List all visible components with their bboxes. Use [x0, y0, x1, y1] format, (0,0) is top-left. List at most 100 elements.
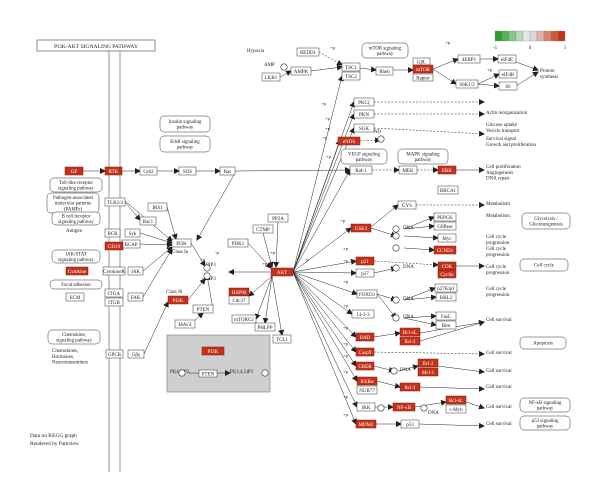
gene-akt[interactable]: AKT — [270, 267, 294, 277]
gene-pkn[interactable]: PKN — [353, 109, 375, 119]
gene-pi3k_1a[interactable]: PI3K — [171, 238, 192, 248]
gene-brca1[interactable]: BRCA1 — [437, 185, 459, 195]
gene-bad[interactable]: BAD — [355, 332, 375, 342]
gene-ebp[interactable]: 4EBP1 — [457, 54, 481, 64]
gene-tcl1[interactable]: TCL1 — [272, 334, 292, 344]
gene-cytokiner[interactable]: CytokineR — [102, 266, 125, 276]
compound-node[interactable] — [280, 63, 288, 71]
gene-itgb[interactable]: ITGB — [104, 297, 124, 307]
compound-node[interactable] — [203, 264, 211, 272]
gene-mtorc2[interactable]: mTORC2 — [231, 314, 257, 324]
gene-mdm2[interactable]: MDM2 — [355, 419, 377, 429]
pathway-glyco[interactable]: Glycolysis /Gluconeogenesis — [521, 212, 571, 230]
gene-bim[interactable]: Bim — [435, 320, 457, 330]
gene-gf[interactable]: GF — [64, 166, 84, 176]
gene-foxo3[interactable]: FOXO3 — [356, 289, 378, 299]
gene-bclxl[interactable]: Bcl-xL — [399, 327, 421, 337]
gene-enos[interactable]: eNOS — [337, 136, 361, 146]
gene-itga[interactable]: ITGA — [104, 288, 124, 298]
gene-g6pase[interactable]: G6Pase — [433, 221, 457, 231]
pathway-cellcycle[interactable]: Cell cycle — [519, 258, 569, 272]
gene-cytokine[interactable]: Cytokine — [65, 266, 89, 276]
gene-eif4b[interactable]: eIF4B — [498, 69, 518, 79]
compound-node[interactable] — [392, 264, 400, 272]
gene-s6[interactable]: S6 — [498, 81, 518, 91]
gene-p27[interactable]: p27 — [355, 268, 375, 278]
gene-rac1[interactable]: Rac1 — [139, 216, 157, 226]
compound-node[interactable] — [390, 367, 398, 375]
gene-rbl2[interactable]: RBL2 — [435, 292, 457, 302]
gene-phlpp[interactable]: PHLPP — [254, 322, 276, 332]
gene-ccnd1[interactable]: CCND1 — [433, 245, 457, 255]
gene-ecm[interactable]: ECM — [65, 292, 85, 302]
gene-p21[interactable]: p21 — [355, 256, 375, 266]
compound-node[interactable] — [203, 272, 211, 280]
gene-bcr[interactable]: BCR — [104, 228, 121, 238]
gene-bcl2c[interactable]: Bcl-2 — [399, 382, 421, 392]
gene-bcap[interactable]: BCAP — [121, 239, 141, 249]
gene-tsc2[interactable]: TSC2 — [341, 71, 361, 81]
compound-node[interactable] — [377, 404, 385, 412]
gene-fak[interactable]: FAK — [127, 292, 144, 302]
gene-creb[interactable]: CREB — [355, 361, 375, 371]
gene-ctmp[interactable]: CTMP — [252, 224, 274, 234]
gene-syk[interactable]: Syk — [124, 228, 141, 238]
gene-bcl2[interactable]: Bcl-2 — [399, 336, 421, 346]
gene-casp9[interactable]: Casp9 — [355, 347, 375, 357]
gene-gsk3[interactable]: GSK3 — [350, 223, 372, 233]
gene-mtor[interactable]: mTOR — [412, 64, 434, 74]
gene-ampk[interactable]: AMPK — [290, 66, 312, 76]
gene-b1433[interactable]: 14-3-3 — [351, 309, 375, 319]
gene-cdc37[interactable]: Cdc37 — [228, 295, 250, 305]
pathway-focal[interactable]: Focal adhesion — [49, 279, 103, 290]
gene-gbg[interactable]: Gβγ — [127, 349, 145, 359]
gene-bclxl2[interactable]: Bcl-xL — [445, 395, 467, 405]
gene-cmyb[interactable]: c-Myb — [445, 404, 467, 414]
gene-myc[interactable]: Myc — [437, 233, 457, 243]
gene-redd1[interactable]: REDD1 — [296, 47, 320, 57]
gene-p27kip1[interactable]: p27Kip1 — [434, 283, 458, 293]
gene-lkb1[interactable]: LKB1 — [261, 72, 281, 82]
compound-node[interactable] — [420, 404, 428, 412]
compound-node[interactable] — [392, 314, 400, 322]
gene-pp2a[interactable]: PP2A — [267, 213, 289, 223]
gene-ras[interactable]: Ras — [219, 166, 236, 176]
gene-nur77[interactable]: NUR77 — [356, 385, 378, 395]
gene-cyclin[interactable]: Cyclin — [437, 269, 457, 279]
gene-mek[interactable]: MEK — [398, 165, 418, 175]
compound-node[interactable] — [261, 369, 269, 377]
compound-node[interactable] — [178, 369, 186, 377]
gene-pepck[interactable]: PEPCK — [433, 212, 457, 222]
compound-node[interactable] — [392, 296, 400, 304]
gene-erk[interactable]: ERK — [437, 165, 457, 175]
gene-pi3k_box[interactable]: PI3K — [201, 346, 225, 356]
gene-sgk[interactable]: SGK — [353, 123, 375, 133]
compound-node[interactable] — [377, 135, 385, 143]
gene-grb2[interactable]: Grb2 — [139, 166, 158, 176]
gene-rxra[interactable]: RXRα — [356, 376, 378, 386]
gene-gpcr[interactable]: GPCR — [105, 349, 124, 359]
gene-sos[interactable]: SOS — [178, 166, 197, 176]
gene-pten[interactable]: PTEN — [192, 304, 214, 314]
compound-node[interactable] — [392, 232, 400, 240]
pathway-chemokine[interactable]: Chemokine,signaling pathway — [47, 329, 101, 345]
compound-node[interactable] — [392, 225, 400, 233]
gene-pten_box[interactable]: PTEN — [198, 369, 218, 377]
gene-raf1[interactable]: Raf-1 — [349, 165, 373, 175]
gene-tsc1[interactable]: TSC1 — [341, 62, 361, 72]
gene-gys[interactable]: GYS — [397, 200, 417, 210]
gene-jak[interactable]: JAK — [127, 266, 144, 276]
gene-pi3k_1b[interactable]: PI3K — [167, 295, 189, 305]
gene-s6k[interactable]: S6K1/2 — [455, 79, 479, 89]
